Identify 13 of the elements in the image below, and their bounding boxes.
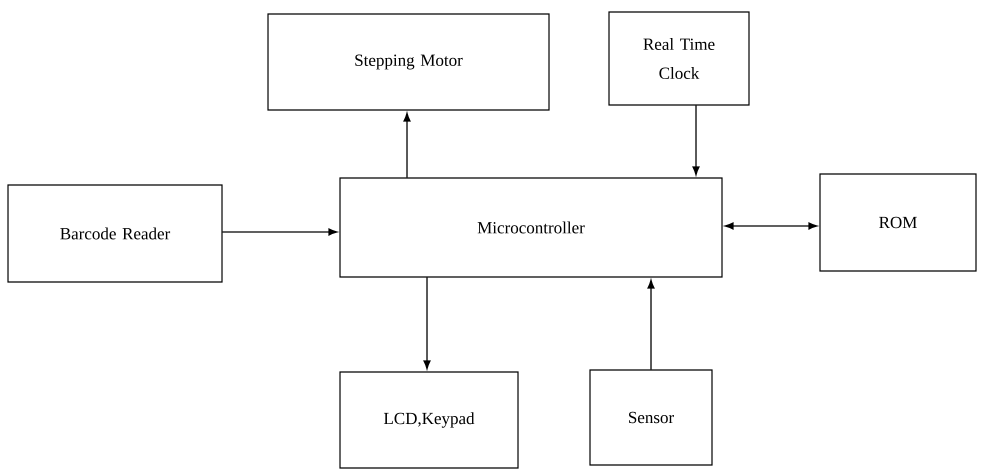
arrow bbox=[724, 222, 818, 230]
arrow bbox=[647, 280, 655, 370]
block-box: Stepping Motor bbox=[267, 13, 550, 111]
block-box: Sensor bbox=[589, 369, 713, 466]
block-box: LCD,Keypad bbox=[339, 371, 519, 469]
arrow bbox=[222, 228, 338, 236]
block-box: ROM bbox=[819, 173, 977, 272]
arrow bbox=[692, 106, 700, 176]
arrow bbox=[403, 112, 411, 178]
arrow bbox=[423, 278, 431, 370]
block-box: Real Time Clock bbox=[608, 11, 750, 106]
block-box: Barcode Reader bbox=[7, 184, 223, 283]
block-box: Microcontroller bbox=[339, 177, 723, 278]
